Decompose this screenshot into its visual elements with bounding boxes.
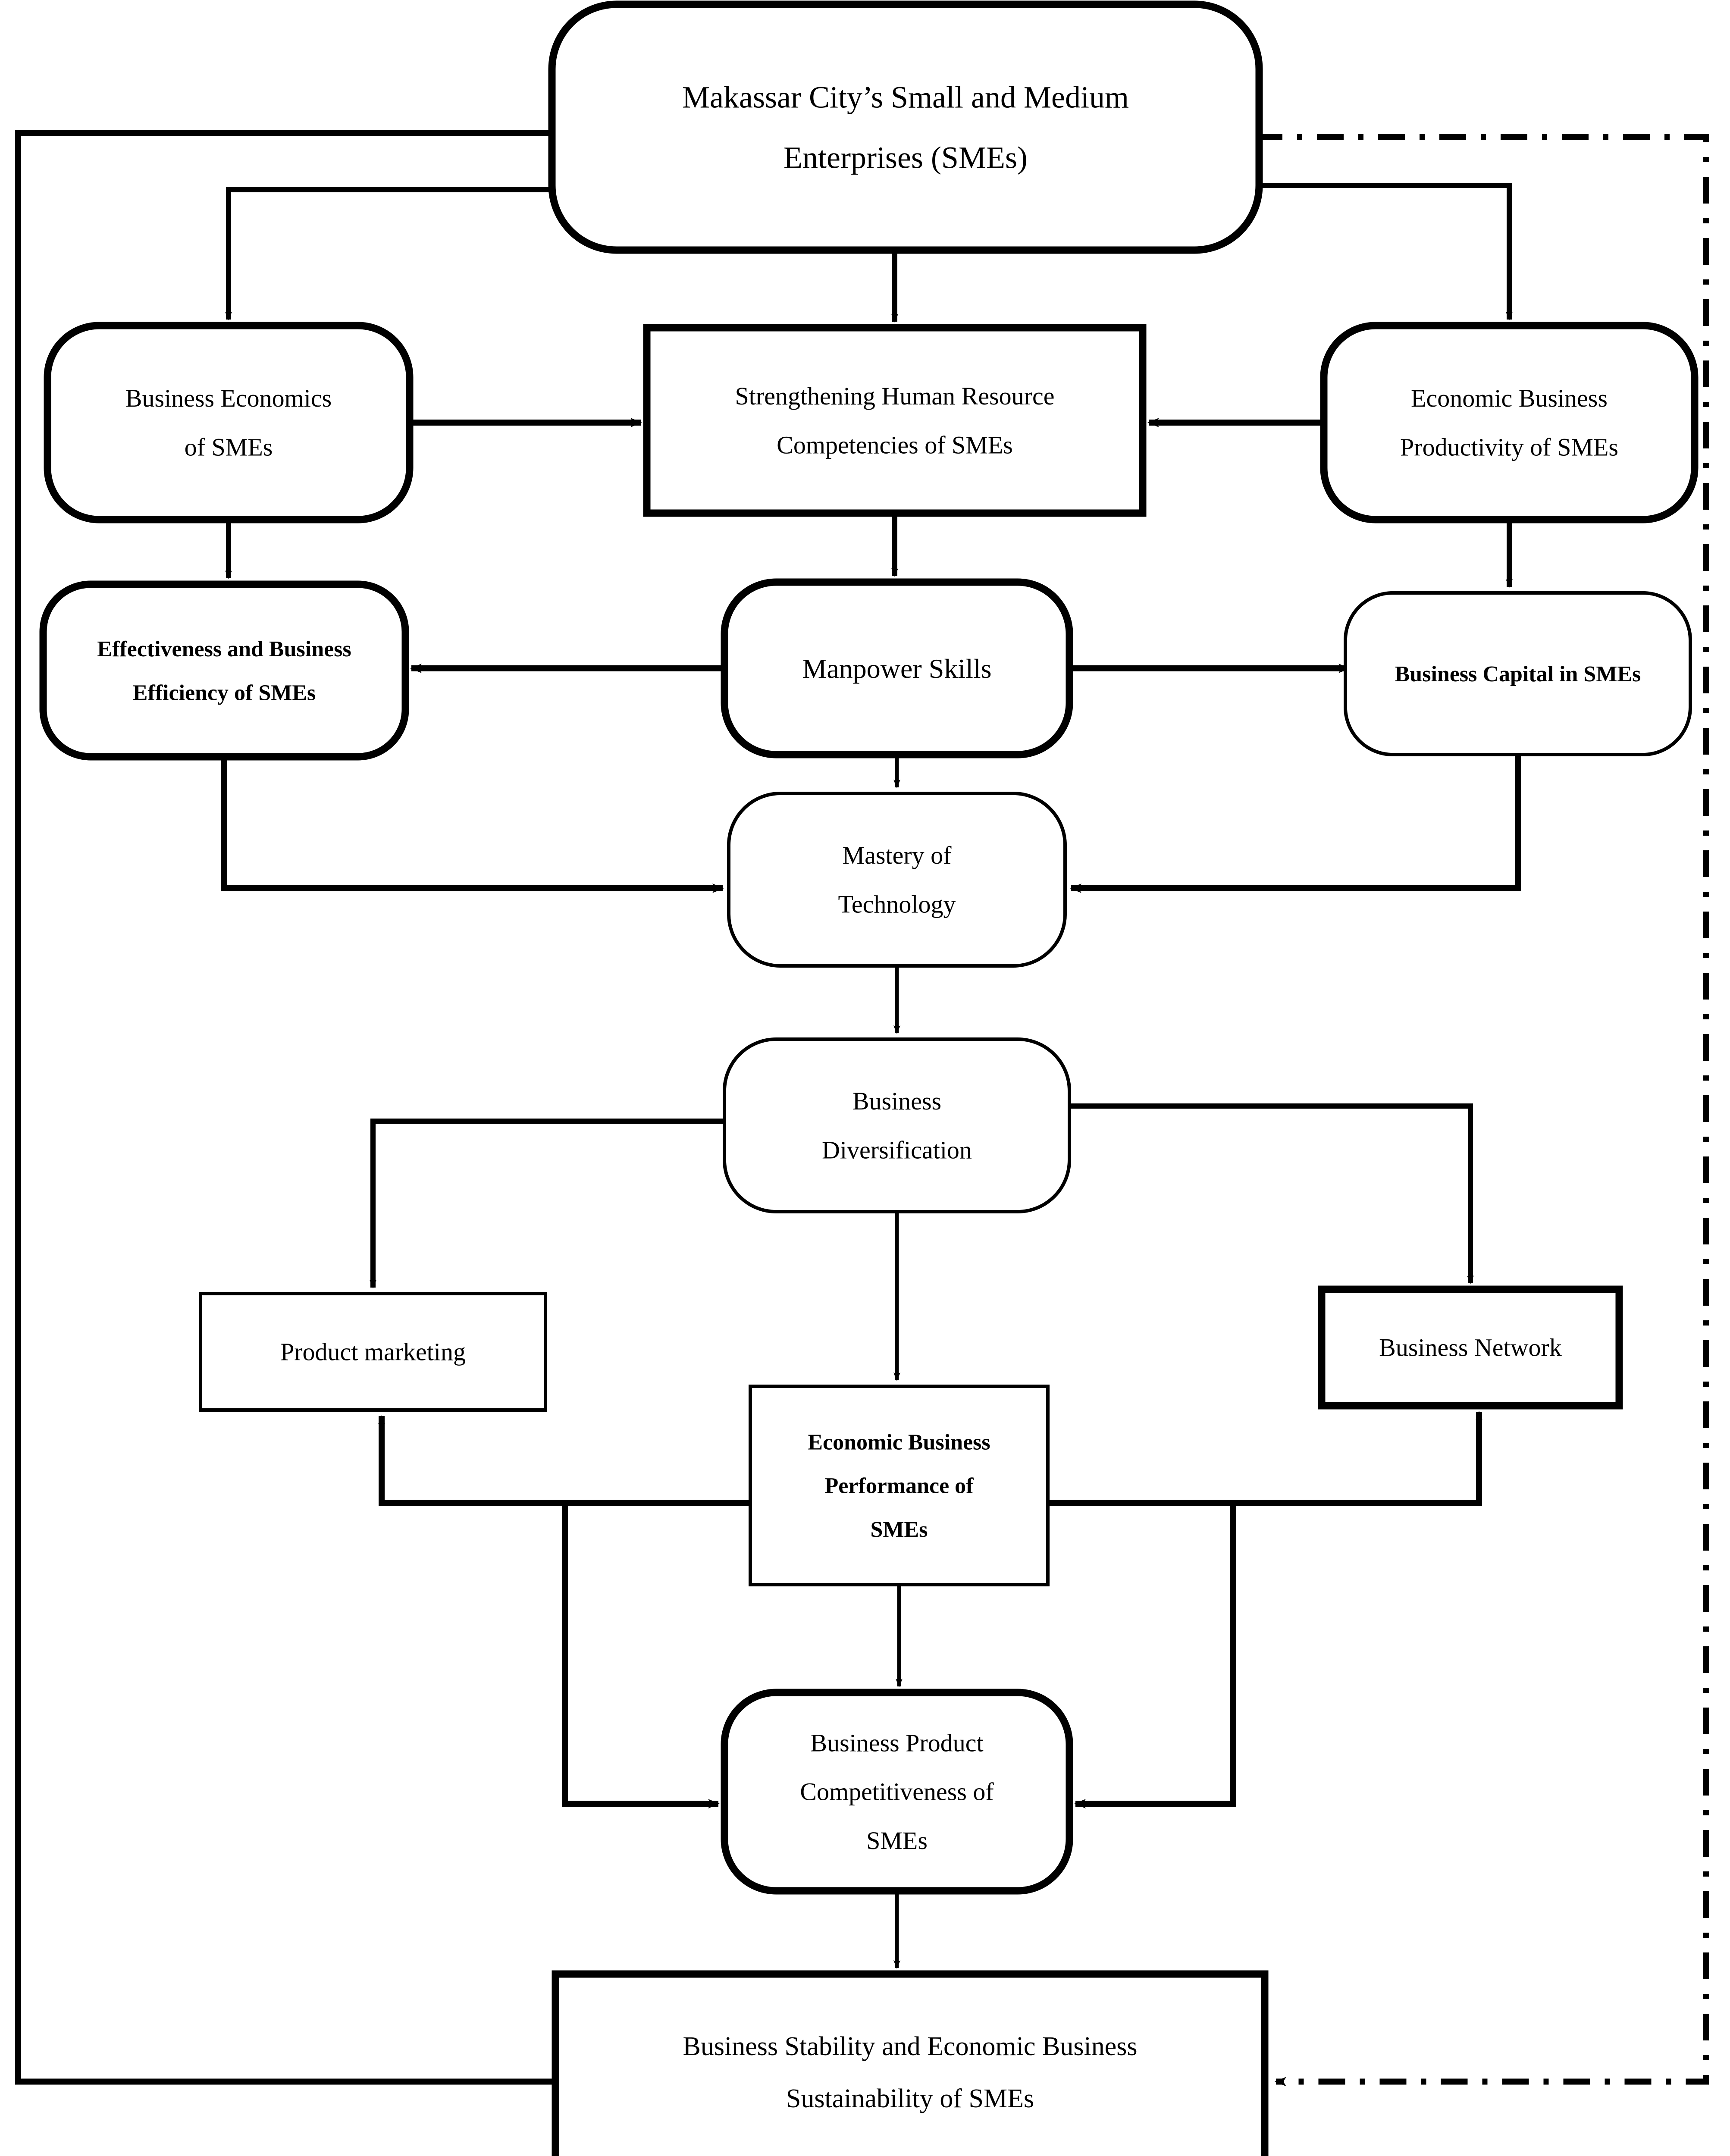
- edge-right-branch-to-competitiveness: [1074, 1505, 1236, 1808]
- node-shape-economic-productivity: [1320, 322, 1699, 523]
- edge-smes-to-economic-productivity: [1251, 183, 1513, 320]
- node-strengthening-hr[interactable]: Strengthening Human ResourceCompetencies…: [643, 324, 1147, 517]
- node-layer: Makassar City’s Small and MediumEnterpri…: [39, 0, 1699, 2156]
- node-label-smes: Makassar City’s Small and Medium: [682, 80, 1129, 114]
- node-shape-business-economics: [44, 322, 414, 523]
- node-shape-strengthening-hr: [643, 324, 1147, 517]
- node-label-smes: Enterprises (SMEs): [784, 141, 1028, 175]
- edge-effectiveness-to-mastery: [221, 757, 724, 893]
- node-label-manpower-skills: Manpower Skills: [802, 653, 991, 684]
- node-shape-smes: [548, 0, 1263, 254]
- node-manpower-skills[interactable]: Manpower Skills: [721, 578, 1073, 758]
- node-shape-effectiveness-efficiency: [39, 580, 409, 761]
- node-label-stability-sustainability: Sustainability of SMEs: [786, 2084, 1034, 2113]
- node-label-economic-productivity: Productivity of SMEs: [1400, 433, 1618, 461]
- node-smes[interactable]: Makassar City’s Small and MediumEnterpri…: [548, 0, 1263, 254]
- node-shape-business-capital: [1344, 591, 1692, 756]
- edge-business-capital-to-mastery: [1070, 755, 1521, 893]
- node-shape-business-network: [1318, 1285, 1623, 1410]
- node-label-business-economics: of SMEs: [185, 433, 273, 461]
- edge-economic-performance-to-business-network: [1048, 1411, 1482, 1506]
- node-shape-manpower-skills: [721, 578, 1073, 758]
- node-shape-product-marketing: [199, 1292, 547, 1412]
- node-label-product-competitiveness: SMEs: [866, 1827, 928, 1855]
- node-label-mastery-technology: Technology: [838, 890, 956, 918]
- edge-economic-performance-to-product-marketing: [378, 1415, 750, 1506]
- edge-layer: [15, 128, 1709, 2087]
- edge-smes-to-business-economics: [225, 187, 560, 320]
- node-label-business-network: Business Network: [1379, 1334, 1562, 1362]
- node-label-business-capital: Business Capital in SMEs: [1395, 662, 1641, 686]
- node-label-effectiveness-efficiency: Efficiency of SMEs: [133, 680, 316, 705]
- node-shape-mastery-technology: [727, 792, 1067, 968]
- edge-diversification-to-product-marketing: [370, 1119, 724, 1288]
- node-label-economic-performance: SMEs: [871, 1517, 928, 1542]
- node-business-network[interactable]: Business Network: [1318, 1285, 1623, 1410]
- node-label-mastery-technology: Mastery of: [843, 841, 952, 869]
- node-shape-stability-sustainability: [552, 1970, 1269, 2156]
- node-shape-economic-performance: [749, 1385, 1050, 1586]
- edge-left-branch-to-competitiveness: [562, 1505, 720, 1808]
- node-label-business-diversification: Diversification: [822, 1136, 972, 1164]
- edge-diversification-to-business-network: [1069, 1103, 1474, 1284]
- edge-smes-dashdot-to-stability: [1256, 134, 1709, 2087]
- node-label-product-marketing: Product marketing: [280, 1338, 466, 1366]
- node-label-strengthening-hr: Strengthening Human Resource: [735, 382, 1055, 410]
- edge-stability-feedback-to-smes: [15, 128, 599, 2085]
- node-label-business-economics: Business Economics: [125, 384, 332, 412]
- node-label-economic-performance: Performance of: [824, 1474, 974, 1498]
- node-label-business-diversification: Business: [852, 1087, 941, 1115]
- node-business-capital[interactable]: Business Capital in SMEs: [1344, 591, 1692, 756]
- node-label-product-competitiveness: Business Product: [810, 1729, 983, 1757]
- node-stability-sustainability[interactable]: Business Stability and Economic Business…: [552, 1970, 1269, 2156]
- node-product-marketing[interactable]: Product marketing: [199, 1292, 547, 1412]
- node-label-economic-performance: Economic Business: [808, 1430, 990, 1454]
- node-shape-product-competitiveness: [721, 1689, 1073, 1895]
- node-label-product-competitiveness: Competitiveness of: [800, 1778, 994, 1806]
- node-label-stability-sustainability: Business Stability and Economic Business: [683, 2032, 1138, 2061]
- node-mastery-technology[interactable]: Mastery of Technology: [727, 792, 1067, 968]
- node-label-strengthening-hr: Competencies of SMEs: [777, 431, 1013, 459]
- node-label-effectiveness-efficiency: Effectiveness and Business: [97, 637, 351, 661]
- node-shape-business-diversification: [723, 1037, 1071, 1213]
- node-business-economics[interactable]: Business Economics of SMEs: [44, 322, 414, 523]
- node-label-economic-productivity: Economic Business: [1411, 384, 1608, 412]
